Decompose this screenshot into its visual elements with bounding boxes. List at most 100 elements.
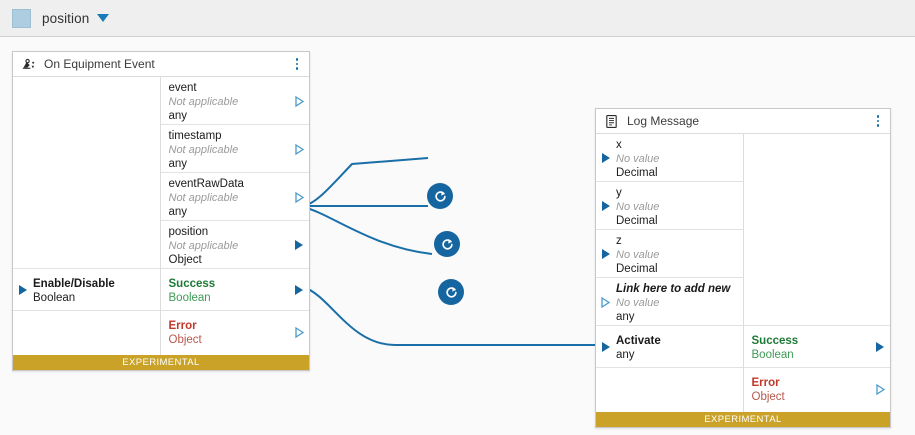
convert-icon xyxy=(441,238,453,250)
node-body-on-equipment-event: Enable/Disable Boolean event Not applica… xyxy=(13,77,309,355)
output-row-success[interactable]: Success Boolean xyxy=(743,326,890,368)
output-type: Object xyxy=(168,334,202,346)
output-port-error[interactable] xyxy=(295,327,304,338)
breadcrumb-bar: position xyxy=(0,0,915,37)
output-value: Not applicable xyxy=(168,96,239,108)
input-type: any xyxy=(616,311,635,323)
input-row-enable-disable[interactable]: Enable/Disable Boolean xyxy=(13,269,160,311)
output-label: eventRawData xyxy=(168,178,244,190)
input-value: No value xyxy=(616,153,660,165)
input-port-activate[interactable] xyxy=(602,342,610,352)
converter-badge-x[interactable] xyxy=(427,183,453,209)
node-header-log-message[interactable]: Log Message xyxy=(596,109,890,134)
output-row-error[interactable]: Error Object xyxy=(161,311,310,355)
input-label: Enable/Disable xyxy=(33,278,115,290)
output-port-success[interactable] xyxy=(295,285,303,295)
input-type: Decimal xyxy=(616,263,658,275)
input-label: x xyxy=(616,139,622,151)
input-spacer-log xyxy=(596,368,743,412)
output-column-log: Success Boolean Error Object xyxy=(743,134,891,412)
input-port-x[interactable] xyxy=(602,153,610,163)
input-row-link-here-to-add-new[interactable]: Link here to add new No value any xyxy=(596,278,743,326)
converter-badge-z[interactable] xyxy=(438,279,464,305)
connection-wires xyxy=(302,157,605,346)
kebab-menu-icon[interactable] xyxy=(291,57,303,71)
output-type: any xyxy=(168,110,188,122)
input-label: Activate xyxy=(616,335,661,347)
input-port-enable-disable[interactable] xyxy=(19,285,27,295)
output-row-timestamp[interactable]: timestamp Not applicable any xyxy=(160,125,309,173)
input-row-y[interactable]: y No value Decimal xyxy=(596,182,743,230)
node-header-on-equipment-event[interactable]: On Equipment Event xyxy=(13,52,309,77)
input-spacer-2 xyxy=(13,311,160,355)
converter-badge-y[interactable] xyxy=(434,231,460,257)
wire-position-z xyxy=(302,206,433,255)
output-row-event[interactable]: event Not applicable any xyxy=(160,77,309,125)
input-spacer xyxy=(13,77,160,269)
output-label: Success xyxy=(168,278,216,290)
node-title: On Equipment Event xyxy=(44,57,155,71)
output-type: Object xyxy=(751,391,785,403)
output-label: timestamp xyxy=(168,130,222,142)
experimental-banner: EXPERIMENTAL xyxy=(596,412,890,427)
output-label: position xyxy=(168,226,209,238)
node-body-log-message: x No value Decimal y No value Decimal z … xyxy=(596,134,890,412)
input-column-log: x No value Decimal y No value Decimal z … xyxy=(596,134,744,412)
convert-icon xyxy=(434,190,446,202)
input-label: y xyxy=(616,187,622,199)
output-port-timestamp[interactable] xyxy=(295,144,304,155)
output-label: Error xyxy=(751,377,780,389)
output-row-eventrawdata[interactable]: eventRawData Not applicable any xyxy=(160,173,309,221)
chevron-down-icon[interactable] xyxy=(97,14,110,22)
input-type: any xyxy=(616,349,635,361)
input-value: No value xyxy=(616,249,660,261)
output-type: Boolean xyxy=(168,292,211,304)
output-column-oee: event Not applicable any timestamp Not a… xyxy=(160,77,310,355)
input-port-y[interactable] xyxy=(602,201,610,211)
output-type: Object xyxy=(168,254,202,266)
output-row-position[interactable]: position Not applicable Object xyxy=(160,221,309,269)
input-type: Boolean xyxy=(33,292,76,304)
equipment-event-icon xyxy=(20,56,36,72)
input-row-x[interactable]: x No value Decimal xyxy=(596,134,743,182)
output-type: Boolean xyxy=(751,349,794,361)
input-type: Decimal xyxy=(616,167,658,179)
output-value: Not applicable xyxy=(168,240,239,252)
wire-position-x xyxy=(302,157,429,207)
document-log-icon xyxy=(603,113,619,129)
node-log-message[interactable]: Log Message x No value Decimal y No valu… xyxy=(595,108,891,428)
kebab-menu-icon[interactable] xyxy=(872,114,884,128)
output-port-event[interactable] xyxy=(295,96,304,107)
input-value: No value xyxy=(616,201,660,213)
experimental-banner: EXPERIMENTAL xyxy=(13,355,309,370)
input-row-z[interactable]: z No value Decimal xyxy=(596,230,743,278)
wire-success-activate xyxy=(302,286,605,346)
output-type: any xyxy=(168,158,188,170)
output-port-position[interactable] xyxy=(295,240,303,250)
output-port-eventrawdata[interactable] xyxy=(295,192,304,203)
input-label: z xyxy=(616,235,622,247)
input-port-add-new[interactable] xyxy=(601,297,610,308)
breadcrumb-label[interactable]: position xyxy=(42,10,90,26)
output-port-error[interactable] xyxy=(876,384,885,395)
node-title: Log Message xyxy=(627,114,700,128)
output-port-success[interactable] xyxy=(876,342,884,352)
output-label: event xyxy=(168,82,197,94)
output-value: Not applicable xyxy=(168,192,239,204)
input-row-activate[interactable]: Activate any xyxy=(596,326,743,368)
flow-canvas[interactable]: On Equipment Event Enable/Disable Boolea… xyxy=(0,37,915,435)
output-row-error[interactable]: Error Object xyxy=(744,368,891,412)
input-label: Link here to add new xyxy=(616,283,731,295)
output-value: Not applicable xyxy=(168,144,239,156)
input-port-z[interactable] xyxy=(602,249,610,259)
output-label: Error xyxy=(168,320,197,332)
breadcrumb-color-swatch xyxy=(12,8,31,28)
output-spacer-log xyxy=(743,134,890,326)
convert-icon xyxy=(445,286,457,298)
input-column-oee: Enable/Disable Boolean xyxy=(13,77,161,355)
output-type: any xyxy=(168,206,188,218)
node-on-equipment-event[interactable]: On Equipment Event Enable/Disable Boolea… xyxy=(12,51,310,371)
output-label: Success xyxy=(751,335,799,347)
output-row-success[interactable]: Success Boolean xyxy=(160,269,309,311)
input-value: No value xyxy=(616,297,660,309)
